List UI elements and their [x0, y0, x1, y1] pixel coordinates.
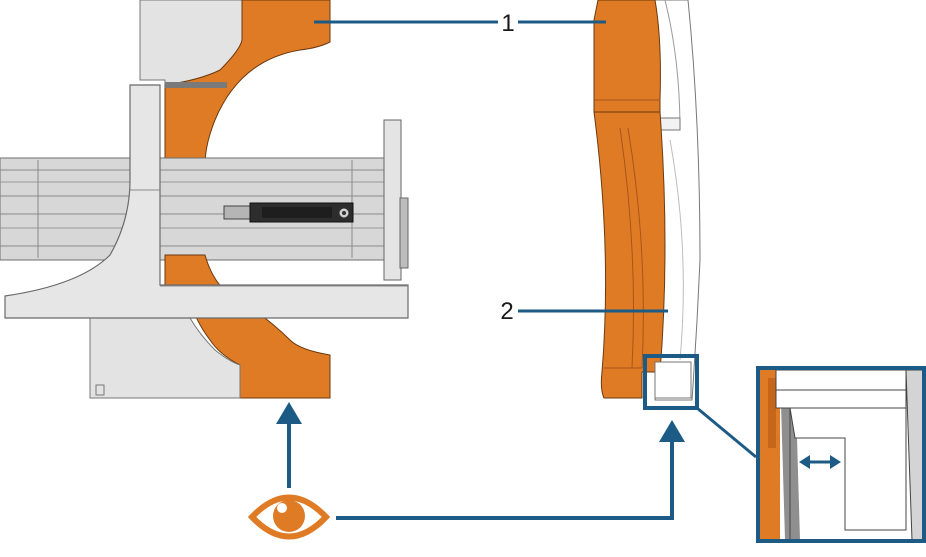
rail-end-cap: [399, 197, 409, 269]
right-edge-view: [593, 0, 701, 401]
arrow-up-icon-right: [659, 420, 685, 442]
detail-selection-box: [643, 354, 757, 459]
double-arrow-icon: [799, 455, 841, 469]
bottom-gray-block: [89, 317, 241, 399]
gray-bracket: [4, 84, 409, 319]
orange-panel-lower: [593, 111, 666, 399]
callout-2-label: 2: [500, 298, 513, 325]
view-direction: [247, 402, 685, 540]
top-orange-block: [164, 0, 331, 166]
detail-inset: [756, 366, 926, 543]
top-dark-strip: [165, 82, 227, 88]
rail: [0, 157, 401, 261]
latch: [223, 202, 354, 223]
eye-icon: [247, 494, 331, 540]
left-assembly-view: [0, 0, 409, 399]
callout-1-label: 1: [501, 10, 514, 37]
detail-frame: [756, 366, 926, 543]
orange-panel-upper: [593, 0, 661, 113]
callout-2: 2: [500, 298, 668, 325]
callout-1: 1: [314, 10, 606, 37]
arrow-up-icon: [276, 402, 302, 424]
rail-end-plate: [383, 119, 402, 281]
